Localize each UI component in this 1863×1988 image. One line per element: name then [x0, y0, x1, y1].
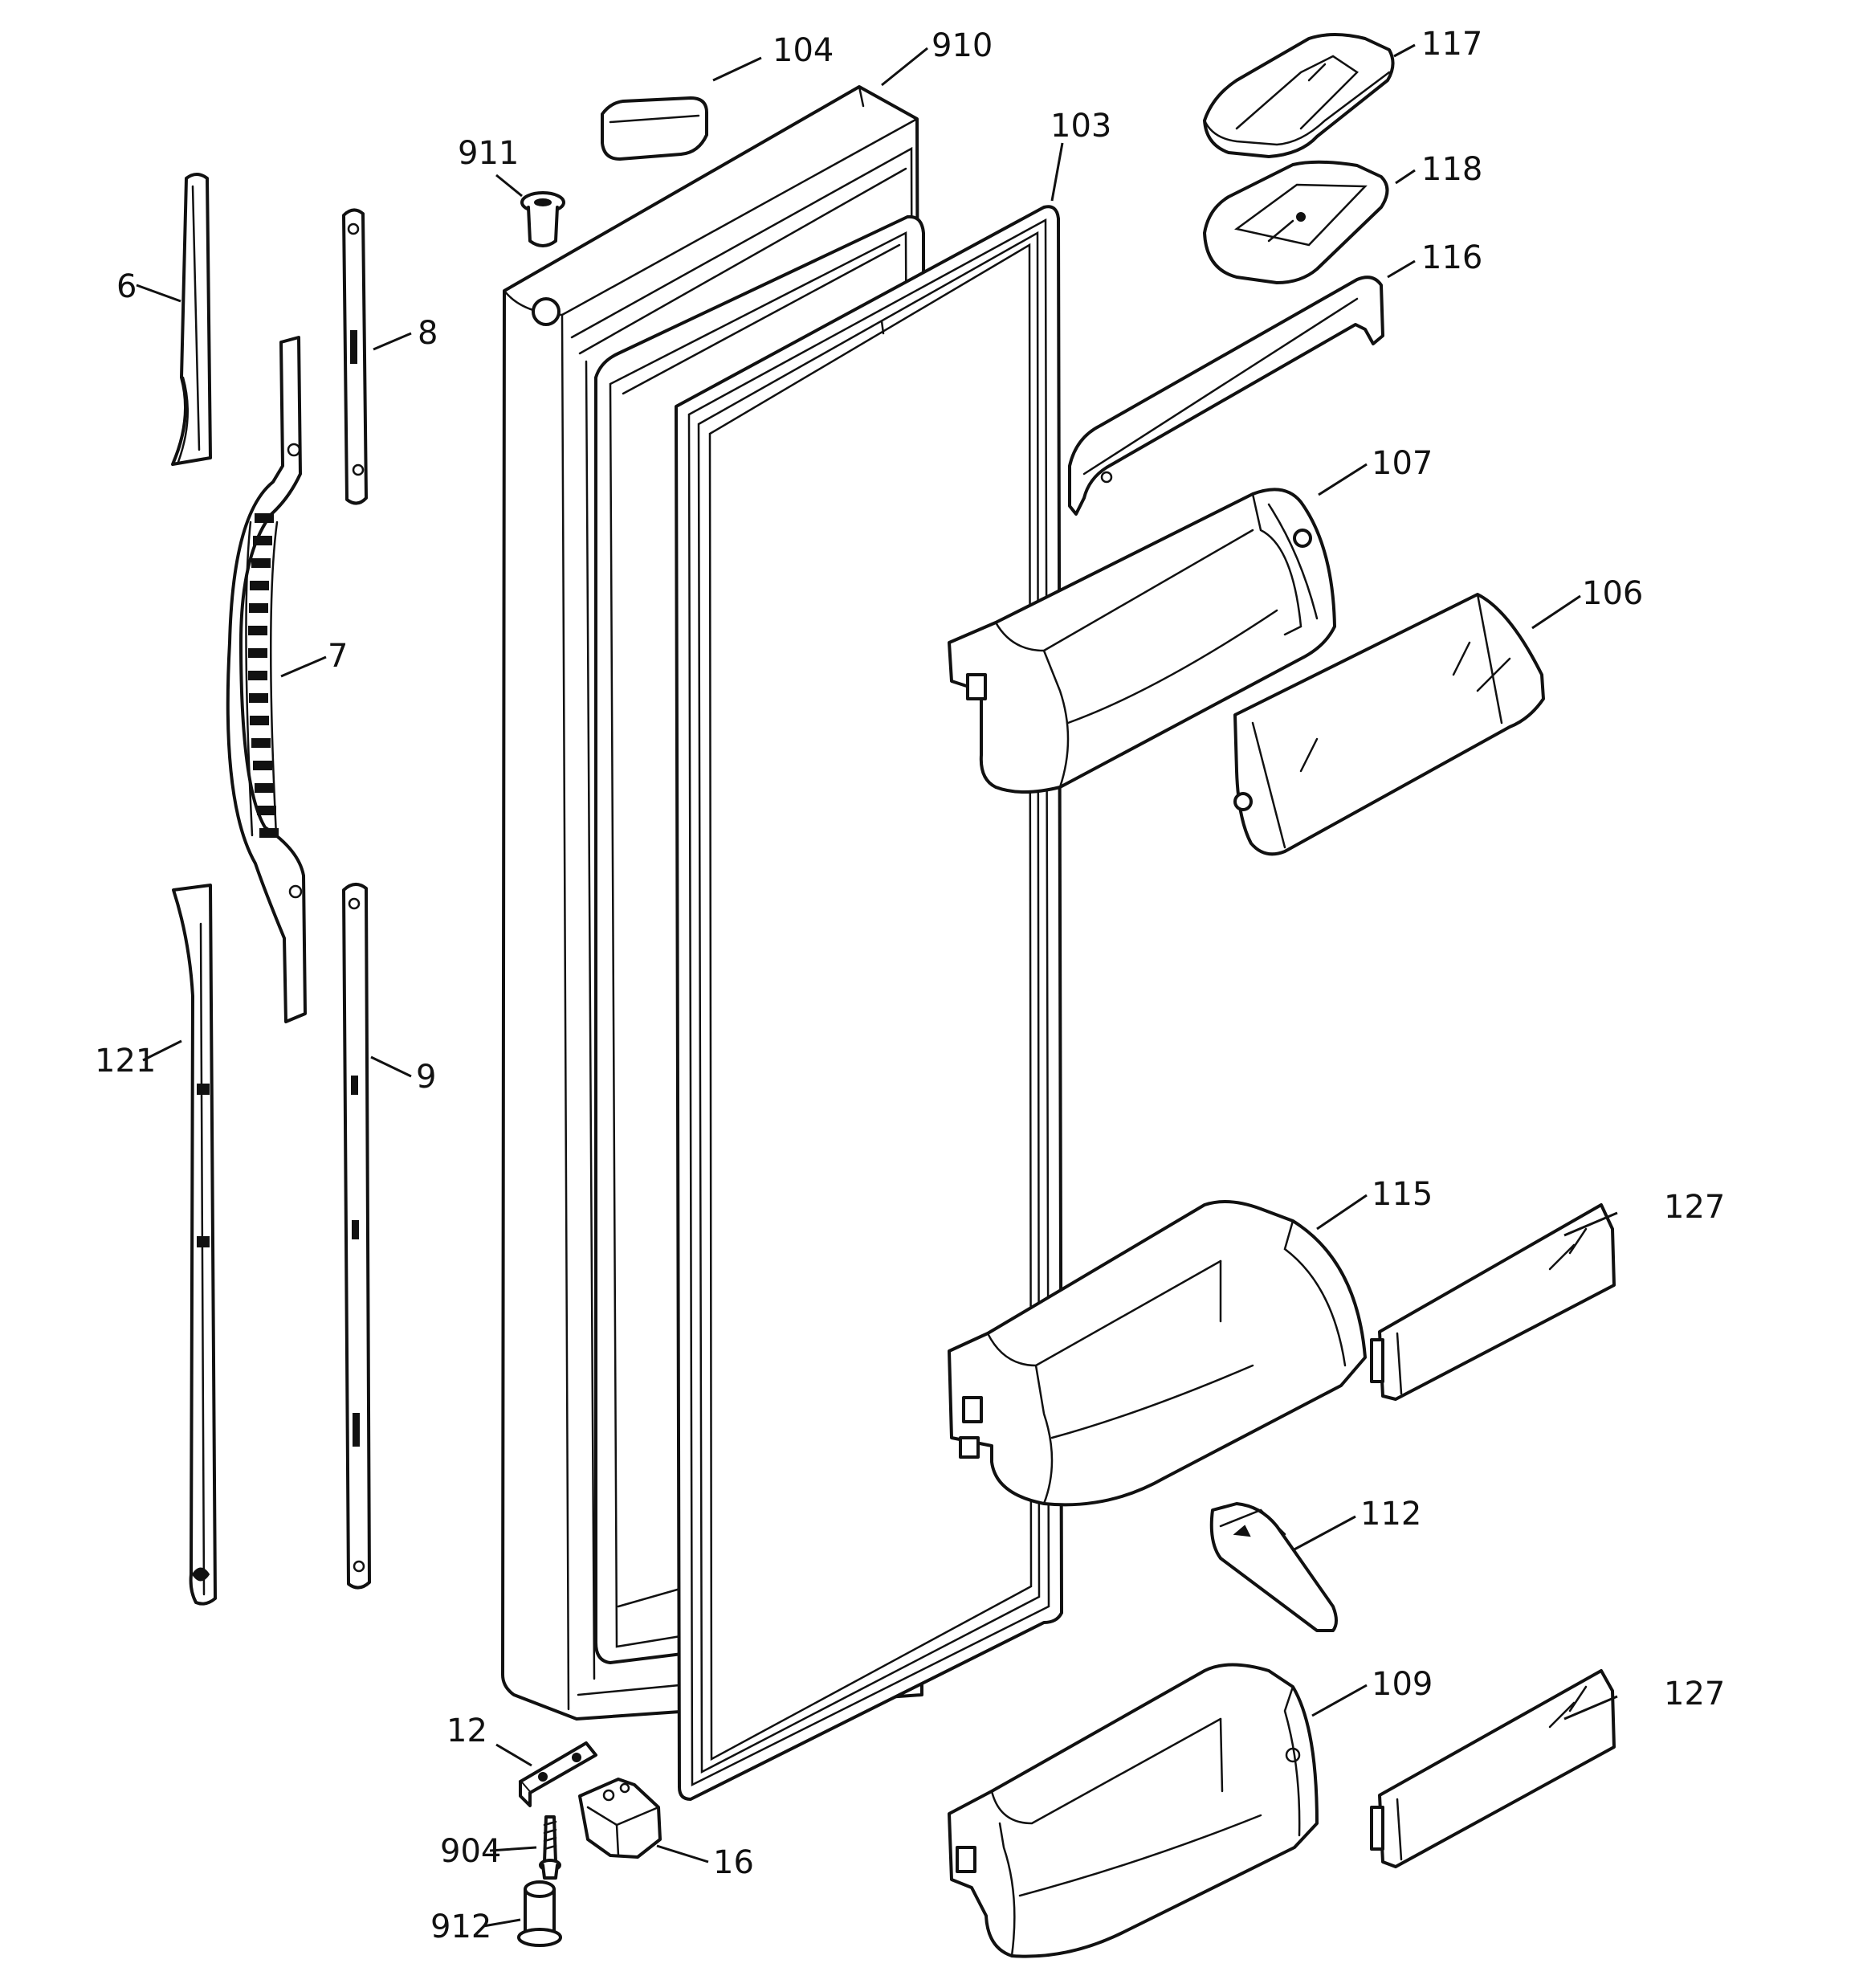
- part-6-upper-handle-trim: [171, 173, 212, 466]
- door-gasket-frame: [675, 205, 1063, 1801]
- callout-117: 117: [1421, 26, 1482, 63]
- part-16-door-stop-bracket: [578, 1778, 662, 1859]
- part-8-upper-trim-strip: [342, 208, 368, 505]
- callout-103: 103: [1050, 108, 1111, 145]
- callout-9: 9: [416, 1059, 436, 1096]
- callout-127-lower: 127: [1664, 1676, 1725, 1712]
- callout-118: 118: [1421, 151, 1482, 188]
- callout-12: 12: [446, 1712, 487, 1749]
- part-118-dairy-bin: [1203, 160, 1389, 284]
- part-106-upper-bin-retainer: [1233, 593, 1545, 856]
- callout-116: 116: [1421, 239, 1482, 276]
- part-115-middle-door-bin: [948, 1200, 1367, 1507]
- part-127-bin-retainer-lower: [1370, 1669, 1616, 1868]
- callout-labels: 104 910 117 911 103 118 116 6 8 107 106 …: [95, 26, 1725, 1945]
- callout-16: 16: [713, 1844, 754, 1881]
- callout-6: 6: [116, 268, 137, 305]
- callout-912: 912: [430, 1908, 491, 1945]
- part-121-lower-handle-trim: [172, 884, 217, 1606]
- part-12-bottom-hinge-plate: [519, 1741, 597, 1807]
- callout-104: 104: [773, 32, 834, 69]
- callout-8: 8: [418, 315, 438, 352]
- callout-107: 107: [1372, 445, 1433, 482]
- part-127-bin-retainer-upper: [1370, 1203, 1616, 1401]
- callout-910: 910: [932, 27, 993, 64]
- handle-grip-ridges: [248, 513, 279, 838]
- callout-112: 112: [1360, 1496, 1421, 1533]
- callout-leader-lines: [136, 43, 1618, 1928]
- part-7-door-handle: [226, 336, 307, 1023]
- part-117-dairy-compartment-door: [1203, 33, 1395, 158]
- callout-911: 911: [458, 135, 519, 172]
- callout-904: 904: [440, 1833, 501, 1870]
- part-109-lower-door-bin: [948, 1663, 1319, 1958]
- part-116-shelf-rail: [1068, 276, 1384, 516]
- part-911-hinge-bushing: [520, 191, 565, 247]
- part-104-door-top-cap: [601, 96, 708, 161]
- callout-115: 115: [1372, 1176, 1433, 1213]
- callout-127-upper: 127: [1664, 1189, 1725, 1226]
- callout-106: 106: [1582, 575, 1643, 612]
- part-904-screw: [539, 1815, 561, 1880]
- part-112-bin-divider: [1209, 1502, 1338, 1632]
- part-9-lower-trim-strip: [342, 883, 371, 1590]
- callout-121: 121: [95, 1043, 156, 1080]
- callout-7: 7: [328, 638, 348, 675]
- callout-109: 109: [1372, 1666, 1433, 1703]
- part-107-upper-door-bin: [948, 488, 1336, 794]
- part-912-bottom-bushing: [517, 1880, 562, 1947]
